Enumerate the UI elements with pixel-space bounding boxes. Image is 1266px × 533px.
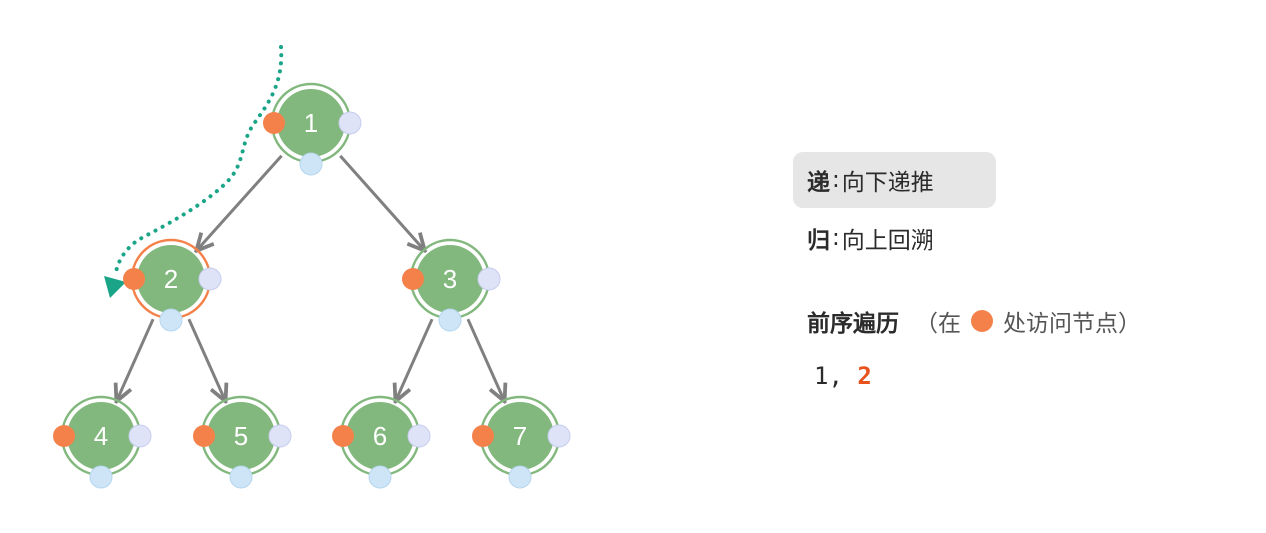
preorder-marker-2 <box>123 268 145 290</box>
traversal-title: 前序遍历 （在 处访问节点） <box>807 304 1141 338</box>
inorder-marker-4 <box>128 424 152 448</box>
tree-node-7: 7 <box>472 395 571 489</box>
current-visited-node: 2 <box>857 362 872 390</box>
node-label-4: 4 <box>94 421 108 451</box>
inorder-marker-6 <box>407 424 431 448</box>
edges-layer <box>117 154 504 400</box>
preorder-marker-1 <box>263 112 285 134</box>
traversal-path-arrowhead-icon <box>104 276 126 298</box>
postorder-marker-7 <box>508 465 532 489</box>
edge-2-4 <box>117 318 155 399</box>
node-label-2: 2 <box>164 264 178 294</box>
legend-recurse-key: 递 <box>807 170 830 196</box>
postorder-marker-6 <box>368 465 392 489</box>
legend-backtrack-desc: 向上回溯 <box>841 228 934 254</box>
legend-recurse-desc: 向下递推 <box>841 170 934 196</box>
node-label-5: 5 <box>234 421 248 451</box>
node-label-3: 3 <box>443 264 457 294</box>
edge-3-6 <box>396 318 434 399</box>
visit-sequence: 1, 2 <box>814 362 872 390</box>
preorder-dot-icon <box>971 310 993 332</box>
postorder-marker-5 <box>229 465 253 489</box>
tree-node-2: 2 <box>123 238 222 332</box>
edge-1-3 <box>339 154 423 249</box>
node-circle-1 <box>277 89 345 157</box>
postorder-marker-3 <box>438 308 462 332</box>
traversal-note-open: （在 <box>915 311 961 337</box>
traversal-path-line <box>114 45 284 274</box>
preorder-marker-5 <box>193 425 215 447</box>
legend: 递 : 向下递推 归 : 向上回溯 <box>793 152 996 266</box>
nodes-layer: 1 2 3 4 5 6 7 <box>53 82 571 489</box>
traversal-note: （在 处访问节点） <box>915 304 1141 338</box>
inorder-marker-5 <box>268 424 292 448</box>
postorder-marker-4 <box>89 465 113 489</box>
preorder-marker-4 <box>53 425 75 447</box>
tree-node-5: 5 <box>193 395 292 489</box>
node-label-1: 1 <box>304 108 318 138</box>
preorder-marker-3 <box>402 268 424 290</box>
inorder-marker-1 <box>338 111 362 135</box>
visited-prefix: 1, <box>814 362 843 390</box>
node-circle-7 <box>486 402 554 470</box>
postorder-marker-1 <box>299 152 323 176</box>
traversal-path <box>104 45 284 298</box>
edge-3-7 <box>466 318 504 399</box>
traversal-title-main: 前序遍历 <box>807 311 899 337</box>
inorder-marker-7 <box>547 424 571 448</box>
node-circle-4 <box>67 402 135 470</box>
tree-node-4: 4 <box>53 395 152 489</box>
legend-backtrack-key: 归 <box>807 228 830 254</box>
inorder-marker-2 <box>198 267 222 291</box>
inorder-marker-3 <box>477 267 501 291</box>
node-circle-3 <box>416 245 484 313</box>
traversal-note-close: 处访问节点） <box>1003 311 1141 337</box>
legend-recurse-separator: : <box>832 167 840 193</box>
node-circle-5 <box>207 402 275 470</box>
node-label-6: 6 <box>373 421 387 451</box>
edge-2-5 <box>187 318 225 399</box>
preorder-marker-7 <box>472 425 494 447</box>
legend-backtrack: 归 : 向上回溯 <box>793 210 996 266</box>
preorder-marker-6 <box>332 425 354 447</box>
tree-node-6: 6 <box>332 395 431 489</box>
node-label-7: 7 <box>513 421 527 451</box>
tree-node-3: 3 <box>402 238 501 332</box>
node-circle-2 <box>137 245 205 313</box>
postorder-marker-2 <box>159 308 183 332</box>
tree-node-1: 1 <box>263 82 362 176</box>
legend-backtrack-separator: : <box>832 225 840 251</box>
node-circle-6 <box>346 402 414 470</box>
edge-1-2 <box>198 154 283 249</box>
legend-recurse: 递 : 向下递推 <box>793 152 996 208</box>
